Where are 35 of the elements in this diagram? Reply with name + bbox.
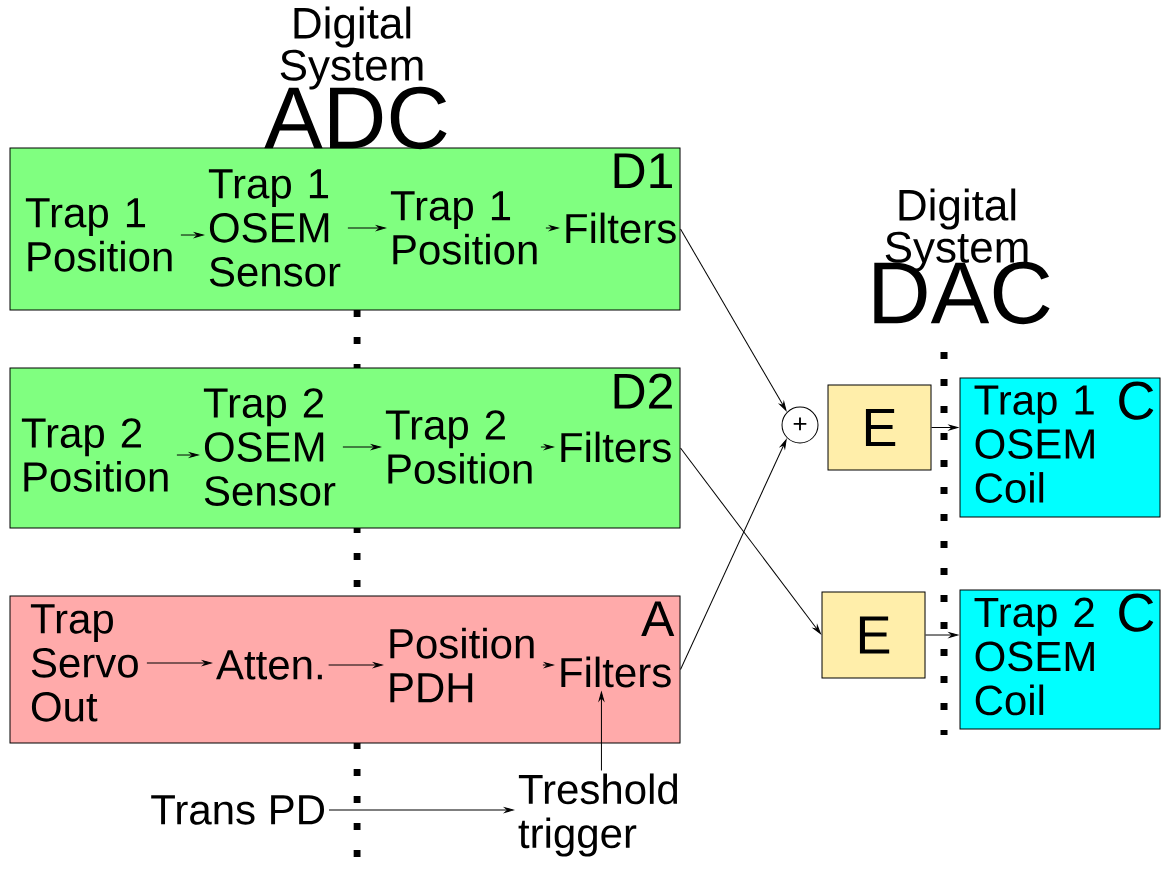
arrow <box>680 228 787 411</box>
arrow <box>328 662 383 668</box>
signal-label: Trap 2 OSEM Sensor <box>203 388 336 506</box>
signal-label: Position PDH <box>390 627 534 703</box>
signal-label: Filters <box>561 656 671 688</box>
arrow <box>342 444 381 450</box>
arrow <box>545 225 559 231</box>
signal-label: Trap 1 OSEM Sensor <box>208 169 341 287</box>
arrow <box>542 662 554 668</box>
signal-label: Trans PD <box>151 795 324 825</box>
arrow <box>176 452 199 458</box>
signal-label: Trap 1 Position <box>390 191 537 265</box>
arrow <box>680 447 821 634</box>
arrow <box>598 691 605 771</box>
signal-label: Filters <box>561 431 671 463</box>
signal-label: Trap 2 Position <box>385 410 532 484</box>
signal-label: Trap 1 Position <box>25 198 172 272</box>
signal-label: Trap Servo Out <box>30 604 138 722</box>
arrow <box>540 444 554 450</box>
signal-label: Trap 2 Position <box>21 418 168 492</box>
coil-box: Trap 2 OSEM Coil C <box>959 589 1161 730</box>
signal-label: Filters <box>566 212 676 244</box>
block-box: E <box>827 384 932 471</box>
summing-junction: + <box>781 406 819 444</box>
arrow <box>925 632 959 638</box>
signal-label: Atten. <box>216 650 322 680</box>
arrow <box>931 424 959 431</box>
coil-box: Trap 1 OSEM Coil C <box>959 377 1161 518</box>
block-box: E <box>821 591 926 679</box>
arrow <box>328 807 514 813</box>
arrow <box>180 232 204 238</box>
signal-label: Treshold trigger <box>518 773 678 857</box>
arrow <box>146 660 212 666</box>
arrow <box>347 225 386 231</box>
arrow <box>680 439 787 670</box>
